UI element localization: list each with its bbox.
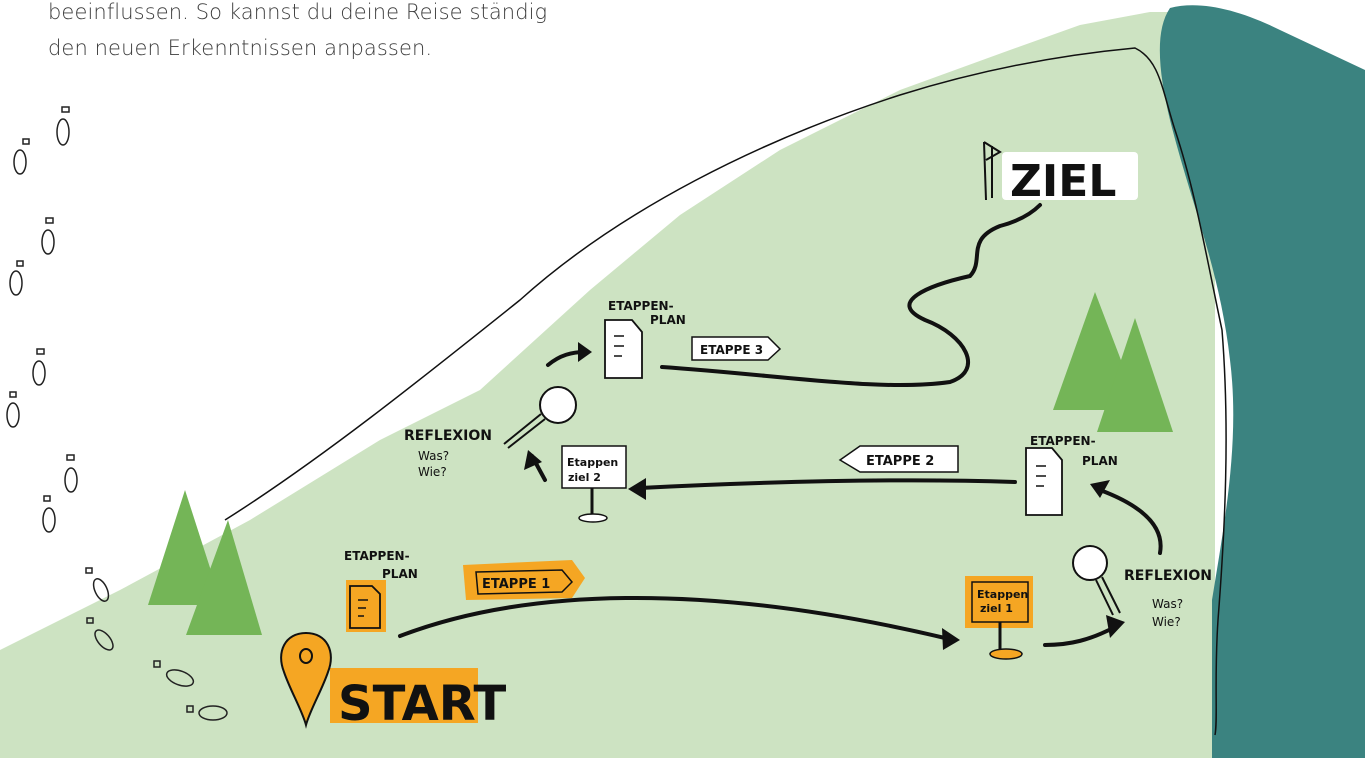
arrow-head-icon	[1106, 615, 1125, 638]
route-plan-to-ziel	[660, 203, 1042, 388]
route-reflexion-to-plan	[1098, 488, 1163, 555]
etappe2-label: ETAPPE 2	[866, 454, 934, 469]
footprint-icon	[9, 260, 24, 296]
etappenplan-mid-label-2: PLAN	[1082, 454, 1118, 468]
footprint-icon	[153, 660, 195, 687]
etappenziel2-label-1: Etappen	[567, 456, 618, 469]
tree-icon	[1097, 318, 1173, 432]
start-highlight	[330, 668, 478, 723]
tree-group-left	[148, 490, 262, 635]
footprint-icon	[86, 617, 114, 651]
map-pin-icon	[280, 631, 332, 729]
tree-group-right	[1053, 292, 1173, 432]
arrow-head-icon	[578, 342, 592, 362]
ziel-label: ZIEL	[1010, 156, 1116, 207]
arrow-heads	[524, 342, 1125, 650]
footprint-icon	[186, 705, 228, 721]
etappenplan-top: ETAPPEN- PLAN	[604, 299, 686, 379]
arrow-head-icon	[628, 478, 646, 500]
start-label: START	[338, 676, 507, 732]
reflexion-right: REFLEXION Was? Wie?	[1072, 545, 1212, 629]
etappenziel1-label-2: ziel 1	[980, 602, 1013, 615]
arrow-head-icon	[1090, 480, 1110, 498]
ziel-marker: ZIEL	[983, 141, 1138, 207]
reflexion-left: REFLEXION Was? Wie?	[404, 386, 577, 479]
route-start-to-ziel1	[398, 596, 947, 640]
route-plan-to-ziel2	[638, 478, 1017, 490]
etappe3-label: ETAPPE 3	[700, 343, 763, 357]
reflexion-right-q2: Wie?	[1152, 615, 1181, 629]
etappenziel1-sign: Etappen ziel 1	[965, 576, 1033, 660]
footprint-icon	[32, 348, 46, 386]
etappenplan-start-label-1: ETAPPEN-	[344, 549, 410, 563]
ridge-line	[224, 47, 1227, 736]
reflexion-left-q1: Was?	[418, 449, 449, 463]
flag-icon	[983, 141, 1002, 201]
reflexion-right-q1: Was?	[1152, 597, 1183, 611]
footprint-icon	[64, 454, 78, 493]
tree-icon	[148, 490, 222, 605]
reflexion-left-q2: Wie?	[418, 465, 447, 479]
footprint-icon	[6, 391, 20, 428]
footprint-icon	[41, 217, 55, 255]
etappenplan-top-label-2: PLAN	[650, 313, 686, 327]
etappe1-label: ETAPPE 1	[482, 577, 550, 592]
sea-area	[1159, 5, 1365, 758]
arrow-head-icon	[524, 450, 542, 470]
intro-text: beeinflussen. So kannst du deine Reise s…	[48, 0, 547, 66]
intro-line-1: beeinflussen. So kannst du deine Reise s…	[48, 0, 548, 24]
magnifier-icon	[1072, 545, 1121, 616]
etappenplan-start: ETAPPEN- PLAN	[344, 549, 418, 632]
etappenplan-start-label-2: PLAN	[382, 567, 418, 581]
footprint-icon	[13, 138, 30, 175]
arrow-head-icon	[942, 628, 960, 650]
etappe3-sign: ETAPPE 3	[691, 336, 782, 361]
route-lines	[398, 203, 1163, 647]
intro-line-2: den neuen Erkenntnissen anpassen.	[48, 36, 433, 60]
etappenplan-mid: ETAPPEN- PLAN	[1025, 434, 1118, 516]
etappenziel2-sign: Etappen ziel 2	[561, 445, 627, 523]
etappenplan-top-label-1: ETAPPEN-	[608, 299, 674, 313]
footprint-icon	[85, 567, 110, 602]
reflexion-left-label: REFLEXION	[404, 428, 492, 444]
etappe1-sign: ETAPPE 1	[463, 560, 585, 600]
tree-icon	[186, 520, 262, 635]
footprints	[6, 106, 228, 721]
reflexion-right-label: REFLEXION	[1124, 568, 1212, 584]
start-marker: START	[280, 631, 507, 732]
hill-area	[0, 12, 1215, 758]
ziel-highlight	[1002, 152, 1138, 200]
etappenziel2-label-2: ziel 2	[568, 471, 601, 484]
route-ziel1-to-reflexion	[1043, 625, 1117, 647]
etappenplan-mid-label-1: ETAPPEN-	[1030, 434, 1096, 448]
footprint-icon	[42, 495, 56, 533]
footprint-icon	[56, 106, 70, 146]
etappenziel1-label-1: Etappen	[977, 588, 1028, 601]
magnifier-icon	[503, 386, 577, 449]
etappe2-sign: ETAPPE 2	[838, 445, 959, 473]
